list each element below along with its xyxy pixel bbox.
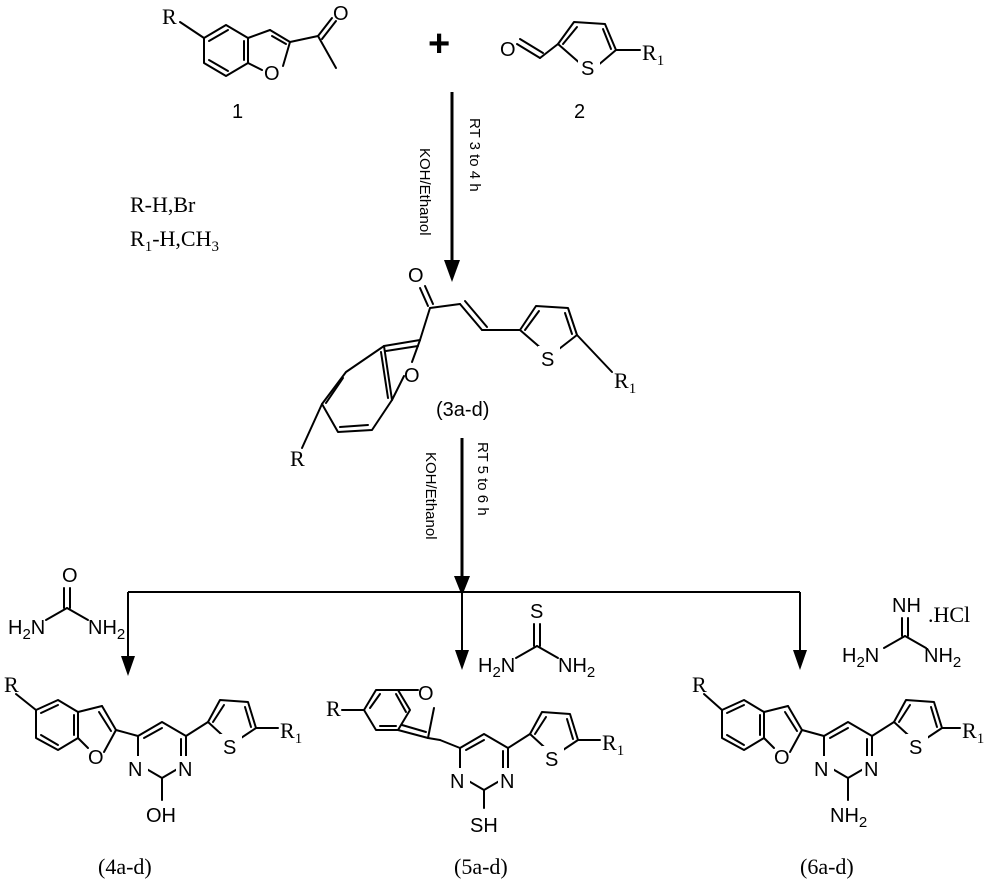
product-5-r-group: R [326, 696, 341, 721]
compound-2-label: 2 [574, 101, 585, 123]
product-6-furan-oxygen: O [774, 747, 790, 769]
product-4-n1: N [128, 759, 142, 781]
step-1-arrow: KOH/Ethanol RT 3 to 4 h [416, 92, 483, 282]
compound-2-r1-group: R1 [642, 40, 664, 69]
substituent-legend: R-H,Br R1-H,CH3 [130, 192, 219, 255]
product-6-nh2: NH2 [830, 805, 867, 831]
compound-1-label: 1 [232, 101, 243, 123]
product-6-structure: R O N N NH2 S R1 [692, 672, 984, 831]
thiourea-sulfur: S [530, 601, 543, 623]
product-5-structure: R O N N SH S R1 [326, 683, 624, 837]
intermediate-label: (3a-d) [436, 399, 489, 421]
intermediate-3-structure: O S R1 O R [290, 265, 636, 471]
product-5-furan-oxygen: O [418, 683, 434, 705]
guanidine-nh2-left: H2N [842, 645, 879, 671]
legend-r-line: R-H,Br [130, 192, 196, 217]
urea-nh2-right: NH2 [88, 617, 125, 643]
compound-1-r-group: R [162, 4, 177, 29]
compound-1-structure: O R O [162, 3, 349, 85]
product-4-r1-group: R1 [280, 718, 302, 747]
guanidine-nh: NH [892, 595, 921, 617]
step-1-condition: RT 3 to 4 h [466, 118, 483, 192]
product-4-label: (4a-d) [98, 854, 152, 879]
product-5-label: (5a-d) [454, 854, 508, 879]
product-6-r1-group: R1 [962, 718, 984, 747]
guanidine-hcl-label: .HCl [928, 602, 970, 627]
step-2-reagent: KOH/Ethanol [422, 452, 439, 540]
aldehyde-oxygen: O [500, 39, 516, 61]
product-4-structure: R O N N OH S R1 [4, 672, 302, 827]
product-5-sulfur: S [545, 749, 558, 771]
urea-oxygen: O [62, 565, 78, 587]
product-4-furan-oxygen: O [88, 747, 104, 769]
step-2-arrow: KOH/Ethanol RT 5 to 6 h [422, 438, 491, 596]
intermediate-r1-group: R1 [614, 368, 636, 397]
plus-sign: + [428, 23, 450, 65]
product-4-oh: OH [146, 805, 176, 827]
product-4-n3: N [178, 759, 192, 781]
step-2-condition: RT 5 to 6 h [474, 442, 491, 516]
intermediate-r-group: R [290, 446, 305, 471]
product-5-n3: N [500, 771, 514, 793]
chalcone-thiophene-sulfur: S [541, 349, 554, 371]
product-6-r-group: R [692, 672, 707, 697]
product-6-n3: N [864, 759, 878, 781]
product-6-sulfur: S [909, 737, 922, 759]
guanidine-nh2-right: NH2 [924, 645, 961, 671]
guanidine-reagent: NH H2N NH2 .HCl [842, 595, 970, 671]
urea-reagent: O H2N NH2 [8, 565, 125, 643]
chalcone-carbonyl-oxygen: O [408, 265, 424, 287]
thiourea-nh2-left: H2N [478, 655, 515, 681]
thiourea-nh2-right: NH2 [558, 655, 595, 681]
product-4-r-group: R [4, 672, 19, 697]
ring-oxygen: O [264, 63, 280, 85]
branch-arrows [121, 591, 807, 676]
product-6-n1: N [814, 759, 828, 781]
legend-r1-line: R1-H,CH3 [130, 226, 219, 255]
thiophene-sulfur: S [581, 58, 594, 80]
product-5-sh: SH [470, 815, 498, 837]
urea-nh2-left: H2N [8, 617, 45, 643]
carbonyl-oxygen: O [333, 3, 349, 25]
chalcone-furan-oxygen: O [404, 365, 420, 387]
thiourea-reagent: S H2N NH2 [478, 601, 595, 681]
compound-2-structure: O S R1 [500, 21, 664, 80]
product-6-label: (6a-d) [800, 854, 854, 879]
product-5-r1-group: R1 [602, 730, 624, 759]
step-1-reagent: KOH/Ethanol [416, 148, 433, 236]
product-5-n1: N [450, 771, 464, 793]
product-4-sulfur: S [223, 737, 236, 759]
